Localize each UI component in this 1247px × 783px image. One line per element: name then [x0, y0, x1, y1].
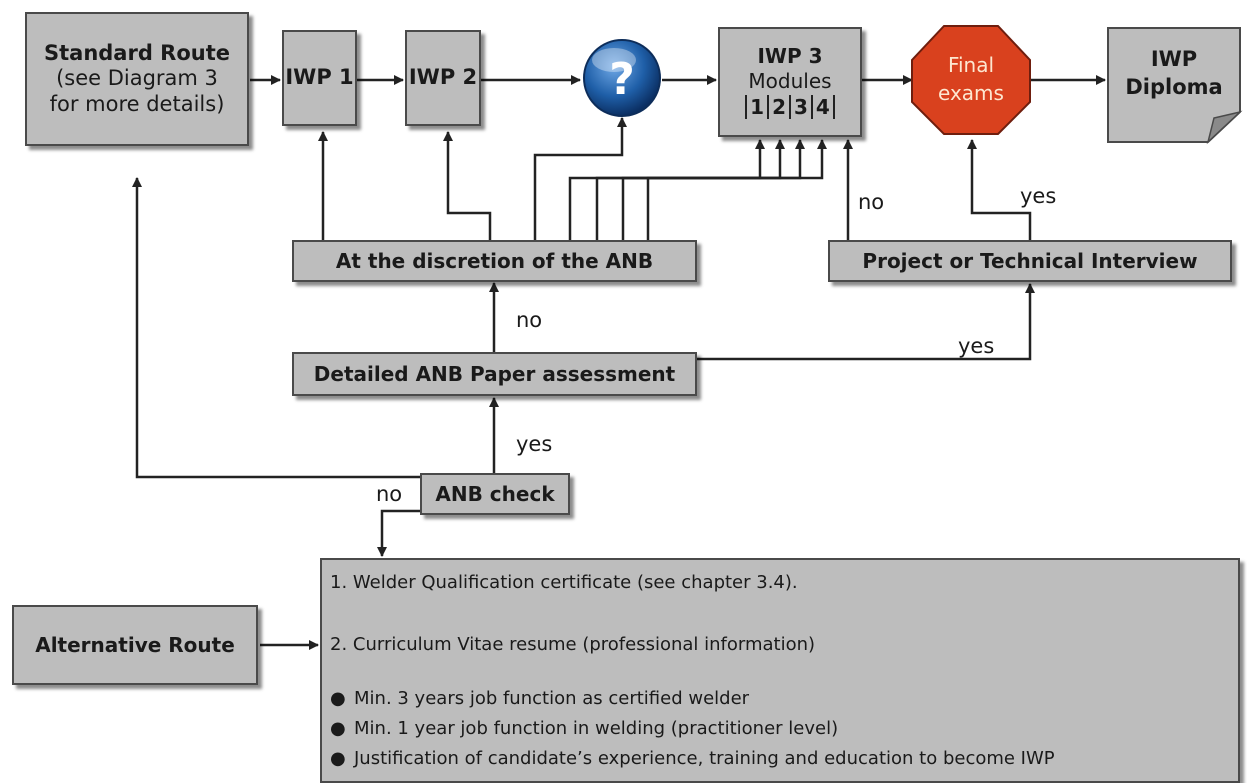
- arrow-paper-yes-to-interview: [697, 283, 1035, 361]
- interview-box: Project or Technical Interview: [828, 240, 1232, 282]
- arrow-check-no-to-standard: [132, 177, 420, 479]
- requirement-bullet-3-text: Justification of candidate’s experience,…: [354, 748, 1055, 769]
- label-paper-no: no: [516, 308, 543, 332]
- alternative-route-box: Alternative Route: [12, 605, 258, 685]
- iwp3-subtitle: Modules: [748, 68, 832, 93]
- label-check-yes: yes: [516, 432, 553, 456]
- final-exams-label-2: exams: [938, 81, 1004, 105]
- iwp2-box: IWP 2: [405, 30, 481, 126]
- question-mark: ?: [609, 54, 635, 105]
- iwp1-label: IWP 1: [285, 65, 354, 90]
- label-paper-yes: yes: [958, 334, 995, 358]
- arrow-discretion-to-module1: [646, 139, 765, 240]
- final-exams-octagon: [911, 25, 1031, 135]
- requirement-bullet-2: ● Min. 1 year job function in welding (pr…: [330, 718, 838, 739]
- requirement-bullet-1: ● Min. 3 years job function as certified …: [330, 688, 749, 709]
- paper-assessment-label: Detailed ANB Paper assessment: [313, 361, 676, 386]
- requirement-bullet-3: ● Justification of candidate’s experience…: [330, 748, 1055, 769]
- arrow-discretion-to-module2: [621, 139, 785, 240]
- standard-route-line-3: for more details): [49, 91, 225, 116]
- label-check-no: no: [376, 482, 403, 506]
- standard-route-title: Standard Route: [43, 40, 231, 65]
- label-interview-no: no: [858, 190, 885, 214]
- bullet-dot-icon: ●: [330, 688, 346, 709]
- final-exams-label-1: Final: [948, 53, 994, 77]
- requirement-bullet-2-text: Min. 1 year job function in welding (pra…: [354, 718, 839, 739]
- iwp3-title: IWP 3: [757, 44, 823, 69]
- module-4: 4: [810, 95, 835, 120]
- iwp2-label: IWP 2: [408, 65, 478, 90]
- iwp1-box: IWP 1: [282, 30, 357, 126]
- diploma-label-2: Diploma: [1125, 75, 1222, 99]
- bullet-dot-icon: ●: [330, 748, 346, 769]
- arrow-discretion-to-iwp2: [443, 131, 492, 240]
- arrow-discretion-to-module3: [595, 139, 805, 240]
- discretion-box: At the discretion of the ANB: [292, 240, 697, 282]
- standard-route-line-2: (see Diagram 3: [56, 66, 218, 91]
- alternative-route-label: Alternative Route: [35, 632, 235, 657]
- bullet-dot-icon: ●: [330, 718, 346, 739]
- anb-check-label: ANB check: [435, 481, 555, 506]
- label-interview-yes: yes: [1020, 184, 1057, 208]
- module-1: 1: [745, 95, 768, 120]
- discretion-label: At the discretion of the ANB: [335, 248, 654, 273]
- arrow-interview-yes-to-final: [967, 139, 1032, 240]
- question-icon: [583, 39, 661, 117]
- diploma-label-1: IWP: [1151, 47, 1197, 71]
- arrow-discretion-to-question: [533, 117, 627, 240]
- diploma-fold: [1206, 110, 1243, 145]
- requirement-item-1: 1. Welder Qualification certificate (see…: [330, 572, 798, 593]
- module-3: 3: [789, 95, 811, 120]
- arrow-check-to-requirements: [377, 509, 420, 557]
- paper-assessment-box: Detailed ANB Paper assessment: [292, 352, 697, 396]
- requirement-bullet-1-text: Min. 3 years job function as certified w…: [354, 688, 750, 709]
- question-highlight: [592, 48, 636, 72]
- module-2: 2: [767, 95, 789, 120]
- standard-route-box: Standard Route (see Diagram 3 for more d…: [25, 12, 249, 146]
- requirement-item-2: 2. Curriculum Vitae resume (professional…: [330, 634, 816, 655]
- interview-label: Project or Technical Interview: [862, 248, 1198, 273]
- anb-check-box: ANB check: [420, 473, 570, 515]
